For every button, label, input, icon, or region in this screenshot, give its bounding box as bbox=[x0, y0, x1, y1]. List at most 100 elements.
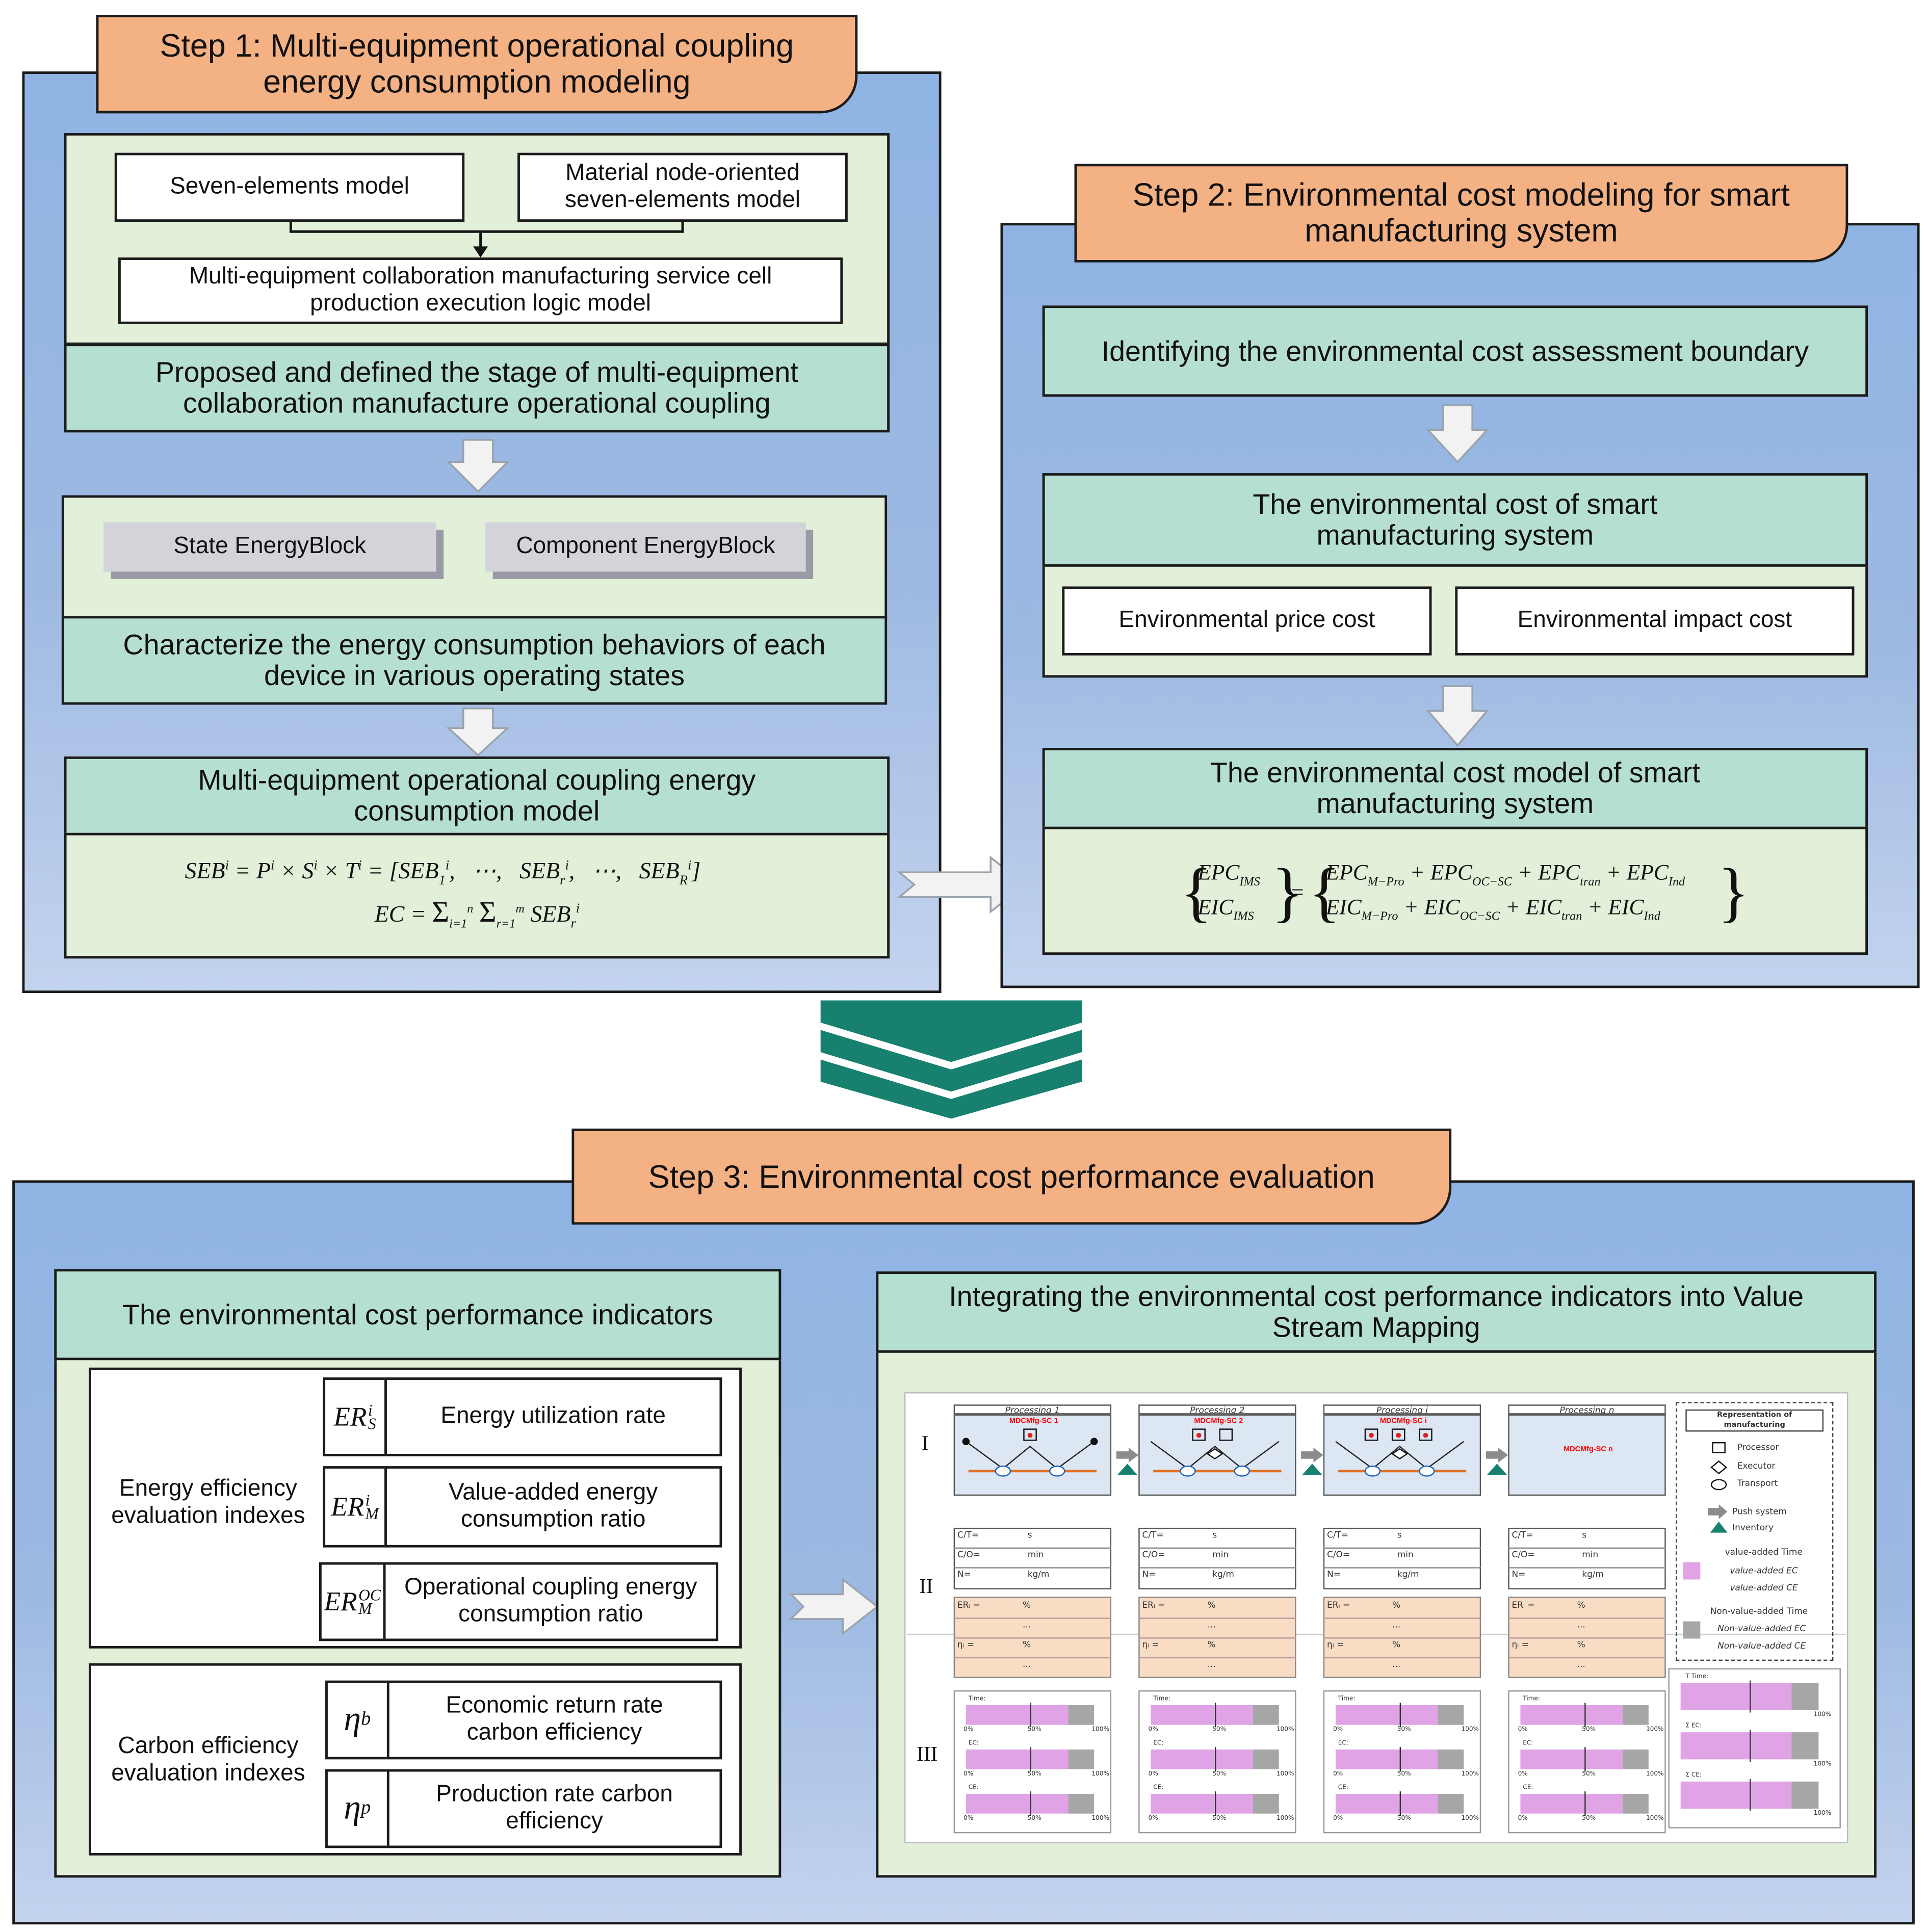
bar-label: EC: bbox=[1523, 1739, 1533, 1747]
data-row-unit: kg/m bbox=[1212, 1570, 1234, 1580]
non-value-added-bar bbox=[1623, 1749, 1649, 1769]
process-cell-box bbox=[953, 1414, 1112, 1496]
legend-item: Executor bbox=[1737, 1461, 1776, 1471]
ind-row-ellipsis: ... bbox=[1207, 1659, 1216, 1669]
ind-row-unit: % bbox=[1207, 1600, 1216, 1610]
process-header: Processing 1 bbox=[953, 1404, 1112, 1416]
bar-tick-label: 0% bbox=[1518, 1726, 1528, 1734]
bar-label: EC: bbox=[968, 1739, 979, 1747]
data-row-unit: s bbox=[1212, 1530, 1217, 1541]
carbon-group-label: Carbon efficiency evaluation indexes bbox=[111, 1733, 305, 1787]
ind-row-divider bbox=[953, 1637, 1112, 1639]
bar-label: EC: bbox=[1153, 1739, 1164, 1747]
impact-cost-box: Environmental impact cost bbox=[1455, 586, 1855, 656]
ind-row-divider bbox=[1138, 1657, 1296, 1659]
value-added-bar bbox=[966, 1794, 1069, 1814]
bar-tick-label: 0% bbox=[964, 1815, 974, 1822]
ind-row-label: ERᵢ = bbox=[1327, 1600, 1350, 1610]
ind-row-divider bbox=[1138, 1637, 1296, 1639]
data-row-label: C/O= bbox=[957, 1550, 980, 1560]
data-row-divider bbox=[1323, 1547, 1481, 1549]
bar-tick-label: 50% bbox=[1397, 1770, 1411, 1778]
total-value-added-bar bbox=[1680, 1683, 1792, 1710]
ind-row-unit: % bbox=[1023, 1600, 1031, 1610]
legend-title: Representation of manufacturing bbox=[1685, 1409, 1824, 1432]
bar-tick-label: 100% bbox=[1461, 1726, 1479, 1734]
ind-row-ellipsis: ... bbox=[1207, 1620, 1216, 1630]
data-row-unit: kg/m bbox=[1027, 1570, 1050, 1580]
cycle-data-box bbox=[953, 1527, 1112, 1589]
data-row-divider bbox=[1323, 1567, 1481, 1569]
down-arrow-icon bbox=[1426, 685, 1490, 747]
non-value-added-bar bbox=[1253, 1705, 1279, 1725]
non-value-added-bar bbox=[1068, 1794, 1095, 1814]
data-row-label: C/O= bbox=[1327, 1550, 1350, 1560]
data-row-divider bbox=[953, 1547, 1112, 1549]
vsm-row-label: I bbox=[921, 1431, 929, 1455]
cycle-data-box bbox=[1508, 1527, 1666, 1589]
data-row-label: N= bbox=[1512, 1570, 1526, 1580]
value-added-bar bbox=[1151, 1794, 1253, 1814]
data-row-divider bbox=[1138, 1547, 1296, 1549]
total-midline bbox=[1749, 1730, 1751, 1762]
data-row-divider bbox=[1508, 1547, 1666, 1549]
vsm-title: Integrating the environmental cost perfo… bbox=[876, 1271, 1877, 1353]
bar-tick-label: 50% bbox=[1582, 1815, 1596, 1822]
ind-row-unit: % bbox=[1392, 1600, 1401, 1610]
bar-midline bbox=[1399, 1791, 1401, 1816]
bar-tick-label: 50% bbox=[1397, 1726, 1411, 1734]
value-added-bar bbox=[1151, 1749, 1253, 1769]
formula-box bbox=[64, 832, 890, 959]
non-value-added-bar bbox=[1623, 1705, 1649, 1725]
data-row-unit: min bbox=[1027, 1550, 1044, 1560]
non-value-added-bar bbox=[1068, 1749, 1095, 1769]
bar-tick-label: 50% bbox=[1027, 1726, 1041, 1734]
bar-midline bbox=[1399, 1747, 1401, 1772]
ind-row-label: ηᵢ = bbox=[1512, 1639, 1529, 1650]
bar-tick-label: 50% bbox=[1212, 1726, 1227, 1734]
ind-row-unit: % bbox=[1577, 1600, 1585, 1610]
seven-elements-box: Seven-elements model bbox=[114, 152, 465, 222]
step1-title: Step 1: Multi-equipment operational coup… bbox=[96, 15, 858, 114]
bar-tick-label: 100% bbox=[1091, 1726, 1109, 1734]
bar-midline bbox=[1584, 1703, 1586, 1728]
total-value-added-bar bbox=[1680, 1732, 1792, 1760]
cost-title-box: The environmental cost of smart manufact… bbox=[1042, 473, 1868, 567]
bar-midline bbox=[1030, 1791, 1031, 1816]
push-system-icon bbox=[1116, 1447, 1139, 1475]
indicators-title: The environmental cost performance indic… bbox=[54, 1269, 782, 1361]
data-row-label: C/T= bbox=[1512, 1530, 1533, 1541]
legend-value-added-text: value-added CE bbox=[1730, 1583, 1798, 1594]
value-added-bar bbox=[1151, 1705, 1253, 1725]
bar-tick-label: 0% bbox=[1148, 1726, 1158, 1734]
value-added-bar bbox=[1520, 1705, 1623, 1725]
bar-tick-label: 0% bbox=[1148, 1815, 1158, 1822]
bar-label: CE: bbox=[1338, 1784, 1348, 1792]
data-row-label: C/O= bbox=[1512, 1550, 1535, 1560]
ind-row-label: ηᵢ = bbox=[1327, 1639, 1344, 1650]
ind-row-divider bbox=[1508, 1637, 1666, 1639]
energy-group-label: Energy efficiency evaluation indexes bbox=[111, 1476, 305, 1529]
legend-item: Inventory bbox=[1732, 1523, 1774, 1533]
process-cell-label: MDCMfg-SC 1 bbox=[1009, 1418, 1058, 1426]
data-row-unit: min bbox=[1582, 1550, 1599, 1560]
data-row-label: N= bbox=[1327, 1570, 1341, 1580]
seb-formula: SEBi = Pi × Si × Ti = [SEB1i, ⋯, SEBri, … bbox=[185, 858, 701, 889]
legend-value-added-text: value-added Time bbox=[1725, 1547, 1803, 1557]
ind-row-unit: % bbox=[1207, 1639, 1216, 1650]
legend-value-added-swatch bbox=[1683, 1562, 1701, 1580]
vsm-legend bbox=[1675, 1402, 1834, 1661]
state-energyblock: State EnergyBlock bbox=[103, 522, 436, 572]
data-row-unit: s bbox=[1582, 1530, 1587, 1541]
bar-panel bbox=[1323, 1690, 1481, 1834]
ind-row-ellipsis: ... bbox=[1577, 1659, 1585, 1669]
bar-tick-label: 100% bbox=[1646, 1815, 1664, 1822]
push-system-icon bbox=[1486, 1447, 1508, 1475]
bar-label: CE: bbox=[1523, 1784, 1533, 1792]
bar-midline bbox=[1584, 1791, 1586, 1816]
data-row-divider bbox=[1138, 1567, 1296, 1569]
